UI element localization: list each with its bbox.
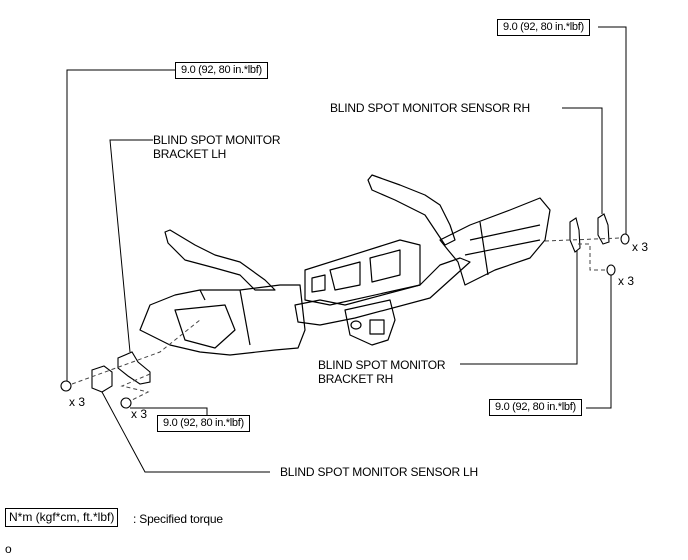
right-mounting-arm xyxy=(367,174,456,246)
legend-unit-box: N*m (kgf*cm, ft.*lbf) xyxy=(5,508,119,527)
nut-rh-lower-part xyxy=(606,264,616,276)
bracket-rh-part xyxy=(569,217,581,253)
torque-spec-rh-sensor-nut: 9.0 (92, 80 in.*lbf) xyxy=(497,19,590,36)
footer-mark: o xyxy=(5,542,12,556)
label-bracket-lh-line1: BLIND SPOT MONITOR xyxy=(153,133,281,147)
quantity-rh-upper: x 3 xyxy=(632,240,649,254)
torque-spec-lh-lower-nut: 9.0 (92, 80 in.*lbf) xyxy=(157,415,250,432)
quantity-lh-left: x 3 xyxy=(69,395,86,409)
label-bracket-rh-line2: BRACKET RH xyxy=(318,372,394,386)
hitch-receiver xyxy=(344,299,396,346)
torque-spec-lh-upper-nut: 9.0 (92, 80 in.*lbf) xyxy=(175,62,268,79)
nut-lh-left-part xyxy=(60,380,72,392)
bracket-lh-part xyxy=(117,351,151,385)
left-reinforcement-beam xyxy=(139,284,306,356)
quantity-lh-lower: x 3 xyxy=(131,407,148,421)
label-sensor-rh: BLIND SPOT MONITOR SENSOR RH xyxy=(330,101,530,115)
sensor-lh-part xyxy=(91,365,113,393)
nut-lh-lower-part xyxy=(120,397,132,409)
legend-description: : Specified torque xyxy=(133,512,223,526)
torque-spec-rh-lower-nut: 9.0 (92, 80 in.*lbf) xyxy=(489,399,582,416)
center-tube xyxy=(294,257,471,326)
label-bracket-lh-line2: BRACKET LH xyxy=(153,147,227,161)
quantity-rh-lower: x 3 xyxy=(618,274,635,288)
hitch-plate xyxy=(304,239,421,306)
sensor-rh-part xyxy=(597,213,610,245)
label-bracket-rh: BLIND SPOT MONITOR BRACKET RH xyxy=(318,358,446,386)
label-bracket-rh-line1: BLIND SPOT MONITOR xyxy=(318,358,446,372)
left-mounting-arm xyxy=(164,229,276,291)
right-reinforcement-beam xyxy=(439,197,551,286)
nut-rh-upper-part xyxy=(620,233,630,245)
label-sensor-lh: BLIND SPOT MONITOR SENSOR LH xyxy=(280,465,478,479)
label-bracket-lh: BLIND SPOT MONITOR BRACKET LH xyxy=(153,133,281,161)
